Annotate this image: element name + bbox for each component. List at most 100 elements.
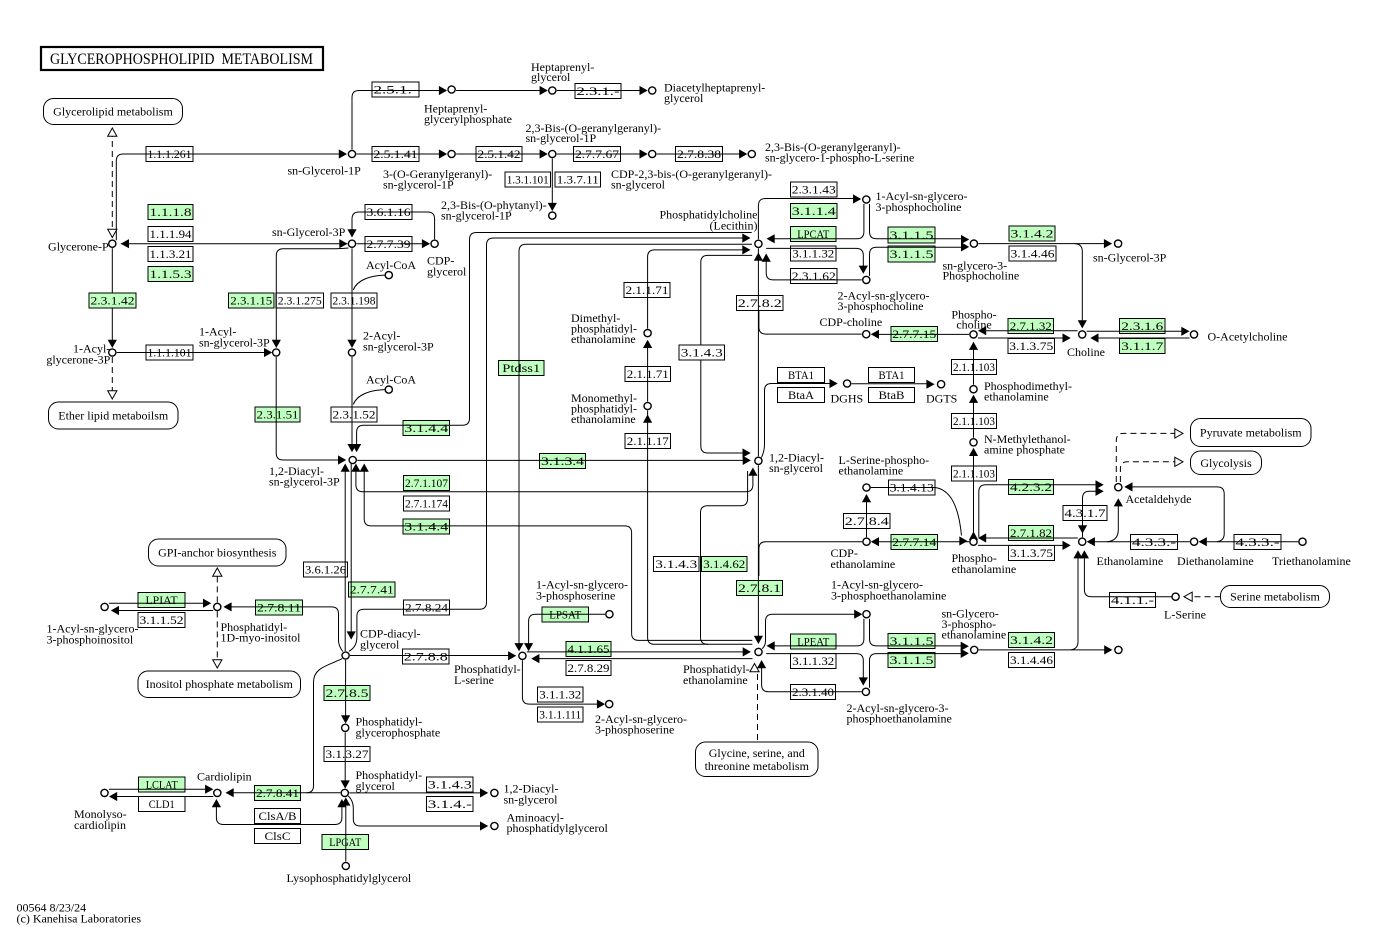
svg-text:1,2-Diacyl-: 1,2-Diacyl- — [504, 782, 559, 796]
svg-text:3.1.4.3: 3.1.4.3 — [655, 557, 697, 571]
svg-text:sn-glycero-1-phospho-L-serine: sn-glycero-1-phospho-L-serine — [765, 151, 914, 165]
svg-text:2,3-Bis-(O-geranylgeranyl)-: 2,3-Bis-(O-geranylgeranyl)- — [526, 121, 662, 135]
svg-text:3-phosphocholine: 3-phosphocholine — [876, 200, 962, 214]
svg-text:sn-glycerol: sn-glycerol — [504, 793, 559, 807]
svg-text:00564 8/23/24: 00564 8/23/24 — [17, 901, 87, 915]
svg-text:Choline: Choline — [1067, 345, 1105, 359]
svg-text:4.1.1.65: 4.1.1.65 — [568, 642, 610, 656]
svg-text:1-Acyl-sn-glycero-: 1-Acyl-sn-glycero- — [831, 578, 923, 592]
svg-text:4.1.1.-: 4.1.1.- — [1111, 593, 1154, 607]
svg-text:glycerol: glycerol — [356, 779, 396, 793]
svg-text:Cardiolipin: Cardiolipin — [197, 770, 252, 784]
svg-text:3-phosphoserine: 3-phosphoserine — [536, 589, 615, 603]
svg-text:Diethanolamine: Diethanolamine — [1177, 554, 1254, 568]
svg-text:2.5.1.42: 2.5.1.42 — [478, 147, 521, 161]
svg-text:sn-glycerol-1P: sn-glycerol-1P — [383, 178, 454, 192]
svg-text:3-phospho-: 3-phospho- — [942, 617, 997, 631]
svg-text:Heptaprenyl-: Heptaprenyl- — [531, 60, 594, 74]
svg-text:sn-Glycero-: sn-Glycero- — [942, 607, 999, 621]
svg-text:Inositol phosphate metabolism: Inositol phosphate metabolism — [146, 677, 294, 691]
svg-text:Phosphatidyl-: Phosphatidyl- — [221, 620, 288, 634]
svg-text:2.1.1.71: 2.1.1.71 — [626, 283, 669, 297]
svg-text:2.7.1.82: 2.7.1.82 — [1010, 526, 1052, 540]
svg-text:Acetaldehyde: Acetaldehyde — [1126, 492, 1192, 506]
svg-text:3.1.3.75: 3.1.3.75 — [1010, 546, 1053, 560]
svg-text:3-(O-Geranylgeranyl)-: 3-(O-Geranylgeranyl)- — [383, 167, 492, 181]
svg-text:BTA1: BTA1 — [879, 368, 905, 382]
svg-text:ClsA/B: ClsA/B — [259, 809, 297, 823]
svg-text:phosphoethanolamine: phosphoethanolamine — [847, 712, 952, 726]
svg-text:4.2.3.2: 4.2.3.2 — [1010, 480, 1052, 494]
svg-text:sn-Glycerol-1P: sn-Glycerol-1P — [288, 164, 362, 178]
svg-text:1-Acyl-sn-glycero-: 1-Acyl-sn-glycero- — [47, 622, 139, 636]
svg-text:BtaB: BtaB — [879, 388, 905, 402]
svg-text:4.3.1.7: 4.3.1.7 — [1065, 506, 1106, 520]
svg-text:3.1.1.7: 3.1.1.7 — [1121, 339, 1163, 353]
svg-text:1-Acyl-: 1-Acyl- — [73, 342, 110, 356]
svg-text:(Lecithin): (Lecithin) — [710, 219, 758, 233]
svg-text:sn-Glycerol-3P: sn-Glycerol-3P — [272, 225, 346, 239]
svg-text:LPCAT: LPCAT — [797, 227, 830, 241]
svg-text:3.1.3.4: 3.1.3.4 — [541, 454, 584, 468]
svg-text:2,3-Bis-(O-phytanyl)-: 2,3-Bis-(O-phytanyl)- — [441, 198, 547, 212]
svg-text:Phosphatidyl-: Phosphatidyl- — [683, 662, 750, 676]
svg-text:2.7.8.8: 2.7.8.8 — [404, 650, 448, 664]
svg-text:1-Acyl-sn-glycero-: 1-Acyl-sn-glycero- — [536, 578, 628, 592]
svg-text:LCLAT: LCLAT — [146, 778, 179, 792]
svg-text:glycerylphosphate: glycerylphosphate — [424, 112, 512, 126]
svg-text:3.1.4.2: 3.1.4.2 — [1010, 633, 1053, 647]
svg-text:2.7.1.32: 2.7.1.32 — [1010, 319, 1052, 333]
svg-text:BTA1: BTA1 — [788, 368, 814, 382]
svg-text:Ether lipid metaboilsm: Ether lipid metaboilsm — [58, 409, 169, 423]
svg-text:glycerol: glycerol — [664, 91, 704, 105]
svg-text:Lysophosphatidylglycerol: Lysophosphatidylglycerol — [287, 871, 412, 885]
svg-text:3.1.1.32: 3.1.1.32 — [792, 247, 834, 261]
svg-text:glycerone-3P: glycerone-3P — [46, 353, 110, 367]
svg-text:sn-glycero-3-: sn-glycero-3- — [943, 259, 1008, 273]
svg-text:phosphatidylglycerol: phosphatidylglycerol — [507, 821, 609, 835]
svg-text:sn-glycerol-3P: sn-glycerol-3P — [199, 336, 270, 350]
svg-text:1,2-Diacyl-: 1,2-Diacyl- — [269, 464, 324, 478]
svg-text:2-Acyl-: 2-Acyl- — [363, 329, 400, 343]
svg-text:4.3.3.-: 4.3.3.- — [1236, 535, 1280, 549]
svg-text:3-phosphocholine: 3-phosphocholine — [838, 299, 924, 313]
svg-text:3.1.4.3: 3.1.4.3 — [681, 346, 723, 360]
svg-text:Ethanolamine: Ethanolamine — [1097, 554, 1164, 568]
svg-text:L-Serine-phospho-: L-Serine-phospho- — [839, 453, 930, 467]
svg-text:phosphatidyl-: phosphatidyl- — [571, 322, 637, 336]
svg-text:glycerol: glycerol — [427, 265, 467, 279]
svg-text:3.6.1.16: 3.6.1.16 — [367, 205, 411, 219]
svg-text:2.5.1.41: 2.5.1.41 — [374, 147, 418, 161]
svg-text:2.7.8.38: 2.7.8.38 — [677, 147, 721, 161]
svg-text:4.3.3.-: 4.3.3.- — [1132, 535, 1176, 549]
svg-text:3-phosphoserine: 3-phosphoserine — [595, 723, 674, 737]
svg-text:2.3.1.62: 2.3.1.62 — [792, 269, 836, 283]
svg-text:sn-glycerol-3P: sn-glycerol-3P — [269, 475, 340, 489]
svg-text:LPIAT: LPIAT — [146, 593, 179, 607]
svg-text:sn-Glycerol-3P: sn-Glycerol-3P — [1093, 251, 1167, 265]
svg-text:Glycolysis: Glycolysis — [1200, 456, 1252, 470]
svg-text:Triethanolamine: Triethanolamine — [1272, 554, 1351, 568]
svg-text:ethanolamine: ethanolamine — [952, 562, 1017, 576]
svg-text:1.1.3.21: 1.1.3.21 — [150, 247, 192, 261]
svg-text:2.7.1.174: 2.7.1.174 — [405, 497, 448, 511]
svg-text:1.1.5.3: 1.1.5.3 — [150, 267, 192, 281]
svg-text:ethanolamine: ethanolamine — [683, 673, 748, 687]
svg-text:Glycine, serine, and: Glycine, serine, and — [709, 746, 805, 760]
svg-text:3.1.4.2: 3.1.4.2 — [1011, 227, 1054, 241]
svg-text:Monolyso-: Monolyso- — [74, 807, 127, 821]
svg-text:phosphatidyl-: phosphatidyl- — [571, 402, 637, 416]
svg-text:3.1.1.32: 3.1.1.32 — [792, 654, 834, 668]
svg-text:CDP-: CDP- — [831, 546, 858, 560]
svg-text:3.1.1.5: 3.1.1.5 — [890, 228, 934, 242]
svg-text:3.1.1.111: 3.1.1.111 — [539, 708, 581, 722]
svg-text:ethanolamine: ethanolamine — [831, 557, 896, 571]
svg-text:2.3.1.43: 2.3.1.43 — [792, 183, 836, 197]
svg-text:2.7.7.14: 2.7.7.14 — [892, 535, 936, 549]
svg-text:3.1.4.4: 3.1.4.4 — [404, 421, 448, 435]
svg-text:3.1.4.4: 3.1.4.4 — [404, 520, 448, 534]
svg-text:3.1.4.13: 3.1.4.13 — [890, 481, 934, 495]
svg-text:GLYCEROPHOSPHOLIPID METABOLIS: GLYCEROPHOSPHOLIPID METABOLISM — [50, 51, 313, 68]
svg-text:1.3.1.101: 1.3.1.101 — [507, 173, 549, 187]
svg-text:Phosphatidyl-: Phosphatidyl- — [356, 715, 423, 729]
